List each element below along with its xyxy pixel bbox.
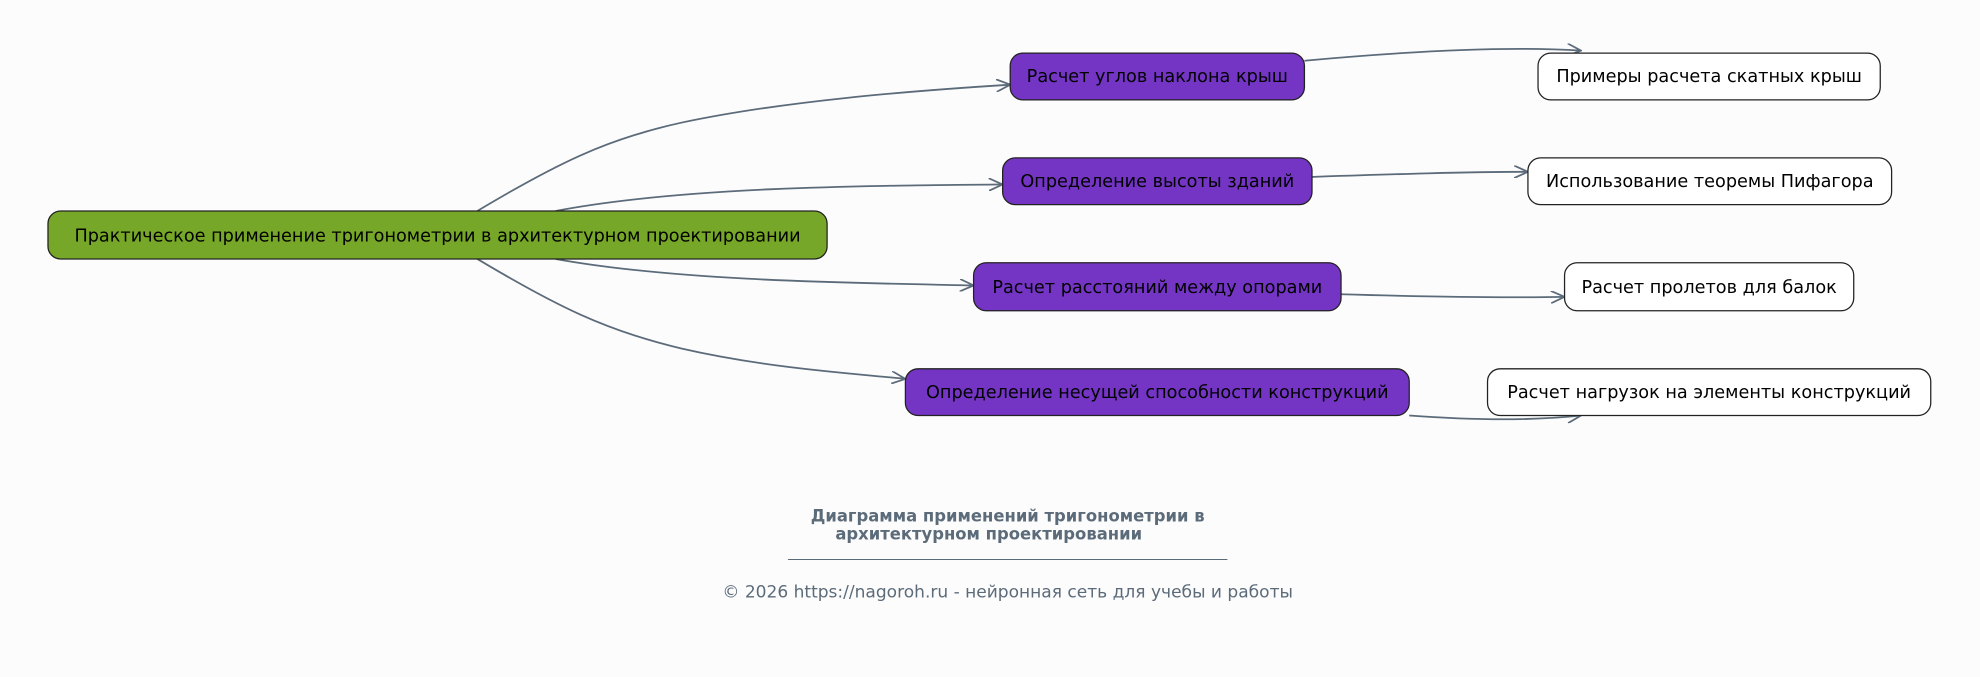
leaf-node-label: Примеры расчета скатных крыш (1556, 67, 1862, 87)
leaf-node-label: Использование теоремы Пифагора (1546, 172, 1874, 192)
edges (476, 49, 1581, 420)
edge-root-branch-1 (476, 85, 1010, 212)
branch-node-label: Определение несущей способности конструк… (926, 383, 1389, 403)
edge-branch-3-leaf (1341, 294, 1565, 297)
leaf-node-label: Расчет нагрузок на элементы конструкций (1507, 383, 1911, 403)
branch-node-3[interactable]: Расчет расстояний между опорами (972, 262, 1342, 312)
root-node[interactable]: Практическое применение тригонометрии в … (47, 210, 828, 260)
leaf-node-3[interactable]: Расчет пролетов для балок (1563, 262, 1855, 312)
footer-copyright: © 2026 https://nagoroh.ru - нейронная се… (722, 582, 1293, 602)
branch-node-4[interactable]: Определение несущей способности конструк… (904, 368, 1410, 417)
leaf-node-1[interactable]: Примеры расчета скатных крыш (1537, 52, 1881, 101)
branch-node-1[interactable]: Расчет углов наклона крыш (1009, 52, 1306, 101)
leaf-node-4[interactable]: Расчет нагрузок на элементы конструкций (1486, 368, 1932, 417)
edge-branch-2-leaf (1311, 172, 1528, 177)
branch-node-label: Расчет расстояний между опорами (992, 278, 1322, 298)
edge-root-branch-4 (476, 258, 905, 379)
branch-node-label: Расчет углов наклона крыш (1027, 67, 1288, 87)
leaf-node-2[interactable]: Использование теоремы Пифагора (1527, 157, 1893, 206)
edge-root-branch-2 (555, 184, 1003, 212)
edge-branch-4-leaf (1409, 416, 1581, 420)
leaf-node-label: Расчет пролетов для балок (1581, 278, 1837, 298)
branch-node-label: Определение высоты зданий (1020, 172, 1294, 192)
branch-node-2[interactable]: Определение высоты зданий (1001, 157, 1313, 206)
diagram-title-line-1: Диаграмма применений тригонометрии в (811, 507, 1205, 526)
root-node-label: Практическое применение тригонометрии в … (74, 226, 800, 246)
edge-root-branch-3 (555, 258, 974, 286)
diagram-title-line-2: архитектурном проектировании (835, 524, 1142, 543)
edge-branch-1-leaf (1304, 49, 1581, 62)
